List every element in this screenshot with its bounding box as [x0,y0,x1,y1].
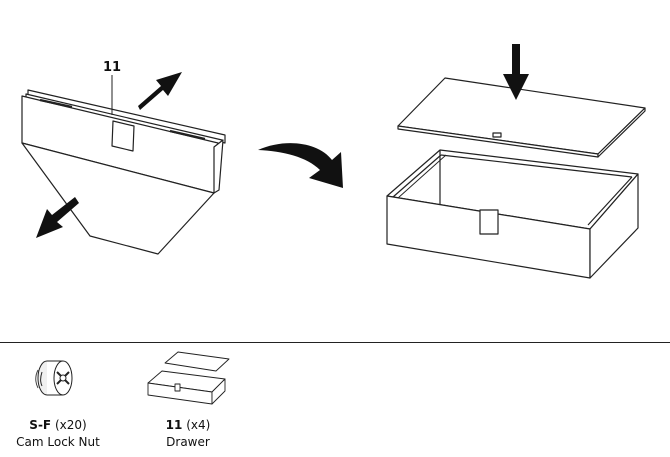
part-quantity: (x4) [186,418,211,432]
part-code-line: S-F (x20) [8,417,108,434]
pull-arrow-up-right [138,72,182,110]
part-quantity: (x20) [54,418,87,432]
drawer-icon [147,351,230,405]
part-entry-cam-lock-nut: S-F (x20) Cam Lock Nut [8,417,108,451]
part-code: S-F [29,418,52,432]
drawer-bottom-panel [397,77,646,158]
part-name: Cam Lock Nut [16,435,100,449]
part-code: 11 [165,418,183,432]
parts-list-divider [0,342,670,343]
folded-drawer-panel [21,89,226,255]
part-code-line: 11 (x4) [138,417,238,434]
assembled-drawer-box [386,149,639,279]
pull-arrow-down-left [36,197,79,238]
cam-lock-nut-icon [35,360,73,396]
part-entry-drawer: 11 (x4) Drawer [138,417,238,451]
curved-transition-arrow [258,143,343,188]
part-callout-label: 11 [103,60,121,75]
part-name: Drawer [166,435,210,449]
insert-arrow-down [503,44,529,100]
